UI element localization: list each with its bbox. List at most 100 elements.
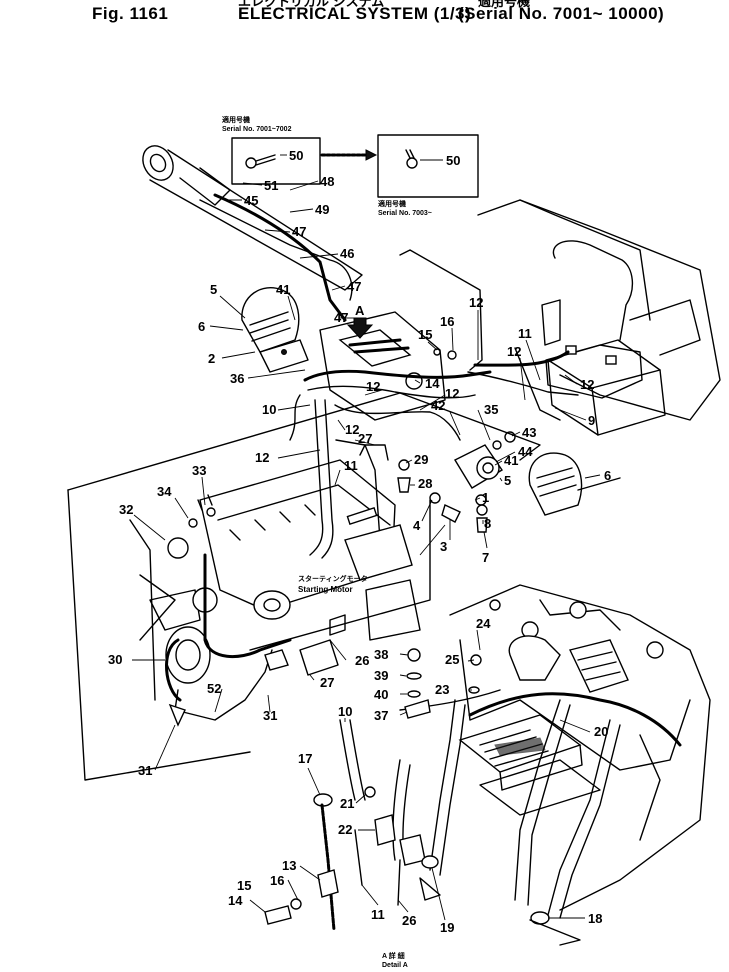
harness-branch-1 (307, 385, 476, 399)
figure-number: Fig. 1161 (92, 4, 169, 23)
detail-wire-f (559, 724, 621, 919)
cylinder-eye (142, 145, 174, 181)
frame-left-edge (67, 489, 251, 781)
cylinder-rod (149, 149, 363, 291)
buzzer (476, 456, 500, 480)
connector-icon (646, 641, 664, 659)
callout-11: 11 (344, 458, 358, 473)
callout-15: 15 (418, 327, 432, 342)
callout-50: 50 (446, 153, 460, 168)
horn-bracket (259, 339, 309, 373)
bolt-icon (441, 504, 461, 523)
washer-icon (188, 518, 198, 528)
wire-clamp (264, 649, 289, 671)
engine-wire-main (203, 553, 292, 659)
detail-wire-e (547, 719, 611, 916)
washer-icon (407, 690, 421, 698)
callout-29: 29 (414, 452, 428, 467)
callout-8: 8 (484, 516, 491, 531)
serial-variant-inset: 適用号機 Serial No. 7001~7002 適用号機 Serial No… (222, 115, 479, 217)
callout-25: 25 (445, 652, 459, 667)
bolt-icon (264, 905, 292, 925)
callout-50: 50 (289, 148, 303, 163)
callout-37: 37 (374, 708, 388, 723)
alternator (165, 626, 211, 684)
callout-44: 44 (518, 444, 533, 459)
detail-rod-2 (397, 859, 401, 906)
horn-body (241, 287, 300, 353)
inset-right-box (377, 134, 479, 198)
callout-numbers: 50 50 51 48 49 45 47 46 47 47 41 5 6 2 3… (108, 148, 611, 935)
callout-16: 16 (270, 873, 284, 888)
callout-12: 12 (366, 379, 380, 394)
callout-27: 27 (358, 431, 372, 446)
callout-14: 14 (425, 376, 440, 391)
detail-wire-c (514, 699, 561, 901)
hardware-parts (397, 459, 488, 556)
callout-40: 40 (374, 687, 388, 702)
detail-wire-j (339, 719, 356, 801)
callout-2: 2 (208, 351, 215, 366)
frame-top-edge (67, 392, 541, 491)
callout-12: 12 (255, 450, 269, 465)
inset-left-box (231, 137, 321, 185)
engine-tag (346, 506, 378, 526)
serial-range: (Serial No. 7001~ 10000) (458, 4, 665, 23)
inset-arrow-head (365, 149, 378, 161)
fuse-row (494, 737, 546, 756)
detail-frame-outline (449, 584, 711, 911)
fan-blade-2 (139, 574, 176, 641)
fan-blade (149, 589, 201, 631)
callout-22: 22 (338, 822, 352, 837)
callout-7: 7 (482, 550, 489, 565)
bolt-detail (197, 494, 213, 511)
callout-19: 19 (440, 920, 454, 935)
horn-assembly-right (454, 431, 621, 516)
ground-cable (320, 803, 336, 932)
callout-12: 12 (345, 422, 359, 437)
callout-34: 34 (157, 484, 172, 499)
alternator-wire (164, 638, 182, 702)
callout-5: 5 (210, 282, 217, 297)
callout-12: 12 (445, 386, 459, 401)
callout-10: 10 (338, 704, 352, 719)
callout-47: 47 (334, 310, 348, 325)
callout-46: 46 (340, 246, 354, 261)
detail-rod (354, 829, 363, 886)
callout-14: 14 (228, 893, 243, 908)
leader-line (419, 524, 446, 556)
bolt-icon (245, 154, 276, 169)
callout-38: 38 (374, 647, 388, 662)
engine-ribs (229, 504, 316, 541)
horn-grille (249, 311, 291, 342)
ground-strap (359, 444, 389, 461)
starting-motor-hub (263, 598, 281, 612)
inset-left-serial: Serial No. 7001~7002 (222, 126, 292, 133)
alternator-pulley (175, 639, 201, 671)
wire-clamp-2 (329, 614, 346, 636)
callout-51: 51 (264, 178, 278, 193)
callout-10: 10 (262, 402, 276, 417)
arrow-a-icon (346, 317, 374, 339)
bolt-icon (470, 654, 482, 666)
detail-wire-g (639, 734, 661, 841)
harness-down (309, 399, 324, 556)
callout-31: 31 (263, 708, 277, 723)
relay-cover (338, 329, 412, 367)
washer-icon (406, 672, 422, 680)
callout-1: 1 (482, 490, 489, 505)
callout-42: 42 (431, 398, 445, 413)
callout-20: 20 (594, 724, 608, 739)
horn-right-body (528, 452, 583, 516)
callout-9: 9 (588, 413, 595, 428)
callout-23: 23 (435, 682, 449, 697)
callout-5: 5 (504, 473, 511, 488)
detail-wire-b (439, 704, 466, 876)
callout-13: 13 (282, 858, 296, 873)
callout-11: 11 (518, 326, 532, 341)
callout-41: 41 (504, 453, 518, 468)
cab-inner-line (519, 199, 651, 321)
relay-box-outline (319, 311, 446, 421)
detail-wire-a (429, 699, 456, 871)
grommet-icon (421, 855, 439, 869)
